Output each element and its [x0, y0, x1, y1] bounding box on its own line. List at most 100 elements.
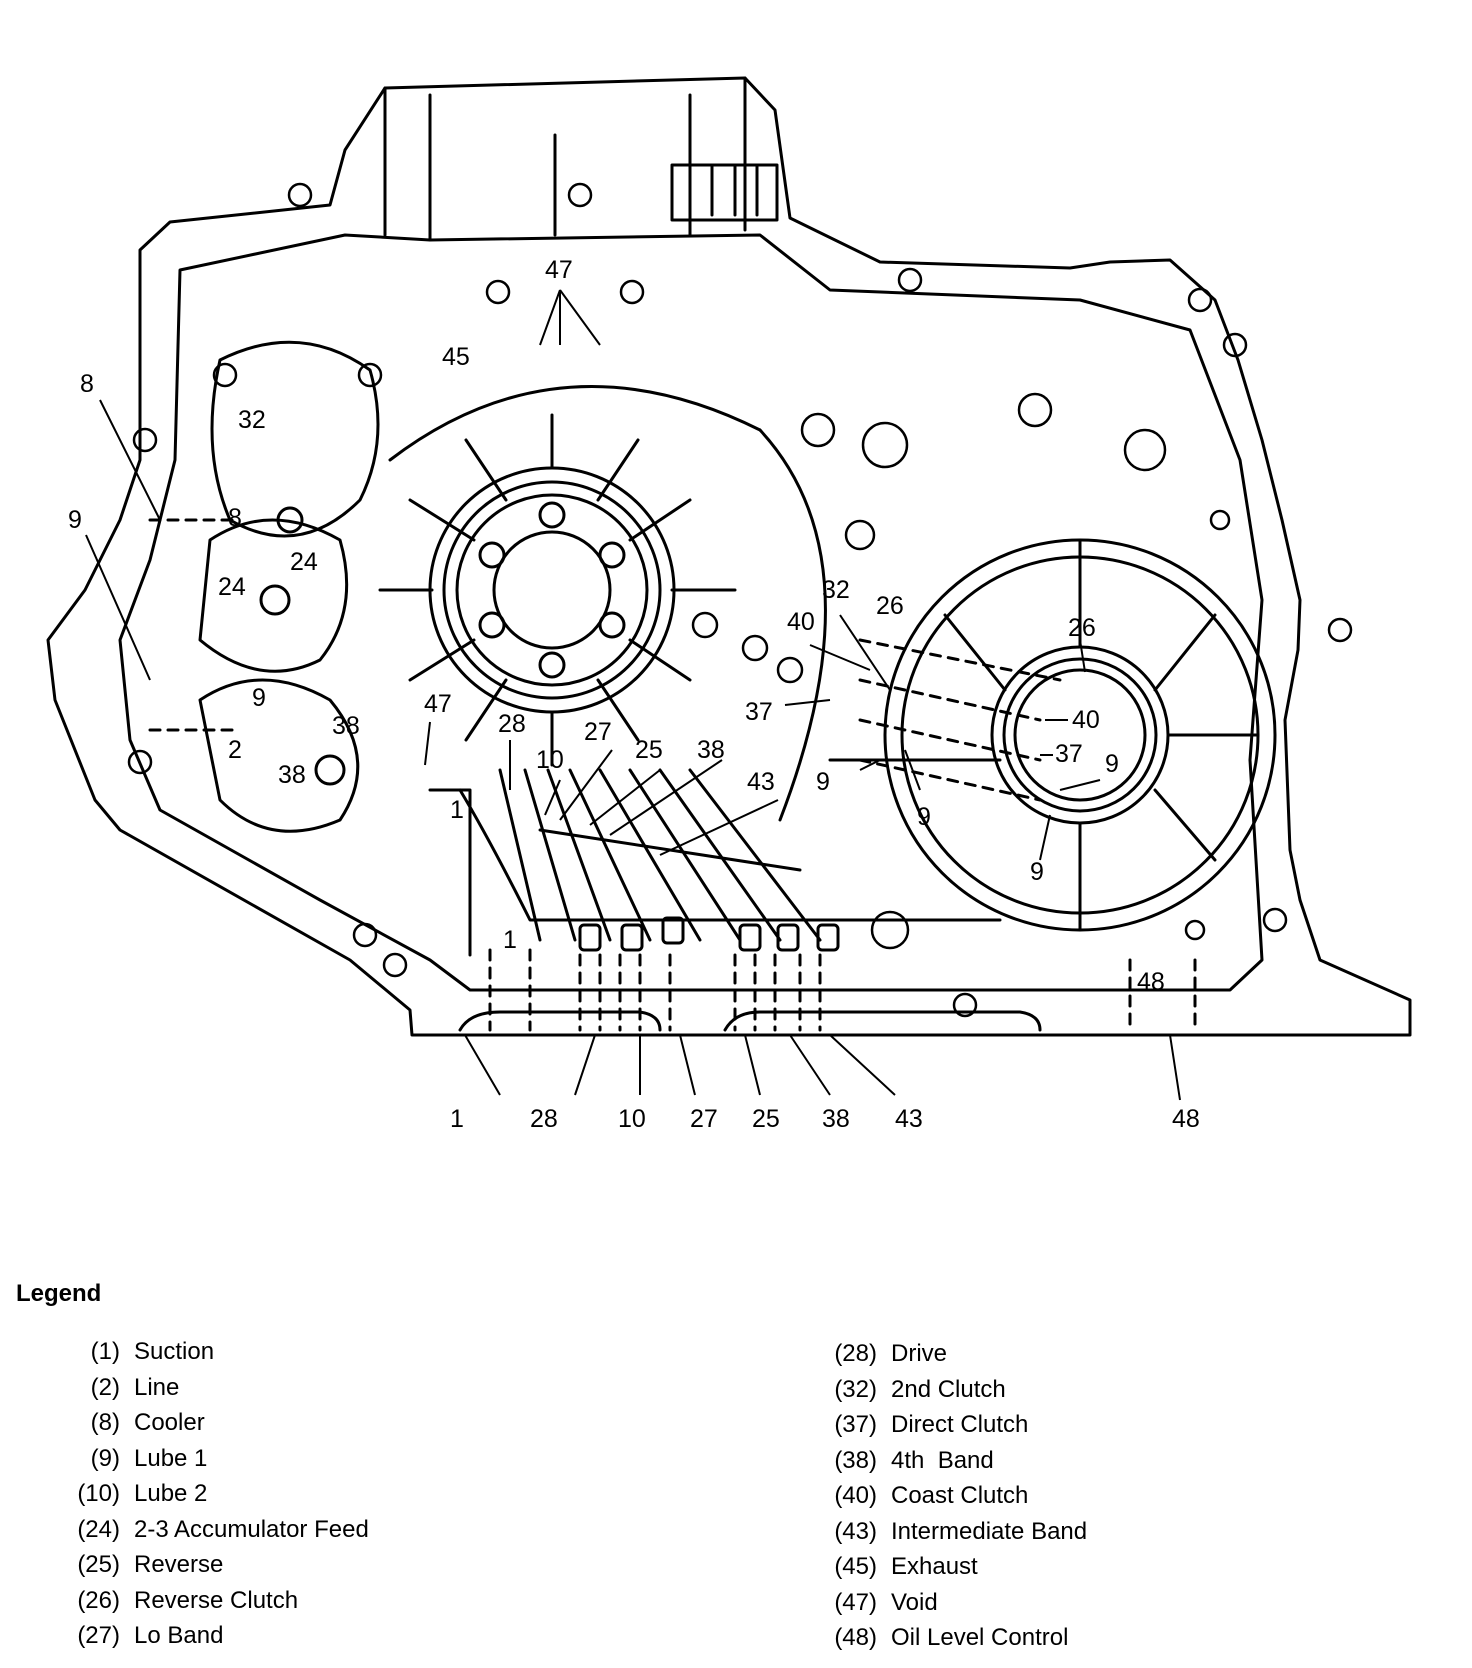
legend-column-right: (28) Drive (32) 2nd Clutch (37)Direct Clut… [805, 1340, 1087, 1660]
callout-label: 9 [1105, 750, 1119, 778]
drive-sprocket [378, 413, 737, 767]
callout-label: 27 [584, 718, 612, 746]
legend-number: (43) [834, 1517, 877, 1545]
legend-item: (28) Drive [805, 1340, 1087, 1376]
legend-text: Lo Band [134, 1622, 224, 1649]
legend-text: 2-3 Accumulator Feed [134, 1515, 369, 1543]
legend-title: Legend [16, 1280, 102, 1307]
callout-label: 1 [450, 796, 464, 824]
inner-wall [118, 233, 1264, 992]
callout-label: 37 [1055, 740, 1083, 768]
callout-label: 40 [1072, 706, 1100, 734]
top-connector [670, 163, 779, 222]
legend: Legend (1) Suction (2)Line (8) Cooler (9) L… [0, 1280, 1472, 1668]
callout-label: 43 [747, 768, 775, 796]
legend-number: (47) [834, 1588, 877, 1616]
legend-text: Lube 2 [134, 1480, 208, 1507]
legend-item: (48) Oil Level Control [805, 1624, 1087, 1660]
callout-label: 40 [787, 608, 815, 636]
legend-number: (32) [834, 1375, 877, 1403]
callout-label: 32 [822, 576, 850, 604]
callout-label: 38 [332, 712, 360, 740]
callout-label: 38 [278, 761, 306, 789]
legend-text: Oil Level Control [891, 1624, 1069, 1651]
bottom-callout: 1 [450, 1105, 464, 1133]
callout-label: 47 [424, 690, 452, 718]
legend-text: 4th Band [891, 1446, 994, 1474]
callout-label: 10 [536, 746, 564, 774]
legend-item: (24) 2-3 Accumulator Feed [48, 1515, 369, 1552]
bottom-callout: 27 [690, 1105, 718, 1133]
bottom-callout: 25 [752, 1105, 780, 1133]
legend-number: (8) [90, 1409, 120, 1436]
legend-number: (25) [77, 1551, 120, 1578]
callout-label: 25 [635, 736, 663, 764]
callout-label: 37 [745, 698, 773, 726]
legend-text: Exhaust [891, 1553, 978, 1580]
callout-label: 8 [80, 370, 94, 398]
callout-label: 2 [228, 736, 242, 764]
legend-number: (40) [834, 1482, 877, 1509]
callout-label: 8 [228, 504, 242, 532]
legend-item: (37)Direct Clutch [805, 1411, 1087, 1447]
legend-number: (38) [834, 1446, 877, 1474]
callout-label: 24 [218, 573, 246, 601]
legend-item: (45) Exhaust [805, 1553, 1087, 1589]
legend-text: Line [134, 1373, 180, 1401]
callout-label: 9 [1030, 858, 1044, 886]
legend-number: (48) [834, 1624, 877, 1651]
legend-item: (43) Intermediate Band [805, 1518, 1087, 1554]
legend-text: Reverse Clutch [134, 1586, 299, 1614]
bolt-holes [127, 182, 1353, 1018]
callout-label: 24 [290, 548, 318, 576]
legend-text: 2nd Clutch [891, 1375, 1006, 1403]
legend-number: (26) [77, 1586, 120, 1614]
legend-number: (45) [834, 1553, 877, 1580]
legend-item: (32) 2nd Clutch [805, 1376, 1087, 1412]
bottom-callout: 10 [618, 1105, 646, 1133]
legend-item: (8) Cooler [48, 1409, 369, 1445]
legend-number: (28) [834, 1340, 877, 1367]
legend-number: (9) [90, 1444, 120, 1472]
legend-column-left: (1) Suction (2)Line (8) Cooler (9) Lube 1 (… [48, 1338, 369, 1658]
bottom-callout: 28 [530, 1105, 558, 1133]
legend-text: Cooler [134, 1409, 205, 1436]
legend-text: Coast Clutch [891, 1482, 1029, 1509]
legend-item: (2)Line [48, 1374, 369, 1410]
callout-label: 38 [697, 736, 725, 764]
bottom-callout: 38 [822, 1105, 850, 1133]
legend-item: (1) Suction [48, 1338, 369, 1374]
legend-item: (47) Void [805, 1589, 1087, 1625]
legend-text: Direct Clutch [891, 1411, 1029, 1438]
callout-label: 26 [876, 592, 904, 620]
legend-text: Reverse [134, 1551, 224, 1578]
legend-item: (40) Coast Clutch [805, 1482, 1087, 1518]
callout-label: 9 [816, 768, 830, 796]
legend-item: (27) Lo Band [48, 1622, 369, 1658]
bottom-callout: 43 [895, 1105, 923, 1133]
legend-number: (1) [90, 1338, 120, 1365]
legend-item: (38) 4th Band [805, 1447, 1087, 1483]
transmission-case-diagram: 8 9 32 45 47 8 24 24 9 2 38 38 47 1 1 28… [46, 76, 1412, 1133]
legend-text: Suction [134, 1338, 215, 1365]
legend-text: Drive [891, 1340, 948, 1367]
legend-number: (27) [77, 1622, 120, 1649]
callout-label: 47 [545, 256, 573, 284]
callout-label: 9 [917, 803, 931, 831]
callout-label: 9 [68, 506, 82, 534]
legend-item: (25) Reverse [48, 1551, 369, 1587]
legend-text: Void [891, 1588, 938, 1616]
legend-text: Lube 1 [134, 1444, 208, 1472]
legend-text: Intermediate Band [891, 1517, 1088, 1545]
callout-label: 1 [503, 926, 517, 954]
callout-label: 28 [498, 710, 526, 738]
legend-item: (26) Reverse Clutch [48, 1587, 369, 1623]
callout-label: 48 [1137, 968, 1165, 996]
callout-label: 32 [238, 406, 266, 434]
driven-sprocket [883, 538, 1277, 932]
legend-number: (24) [77, 1515, 120, 1543]
callout-label: 9 [252, 684, 266, 712]
callout-label: 26 [1068, 614, 1096, 642]
legend-item: (9) Lube 1 [48, 1445, 369, 1481]
bottom-callout: 48 [1172, 1105, 1200, 1133]
